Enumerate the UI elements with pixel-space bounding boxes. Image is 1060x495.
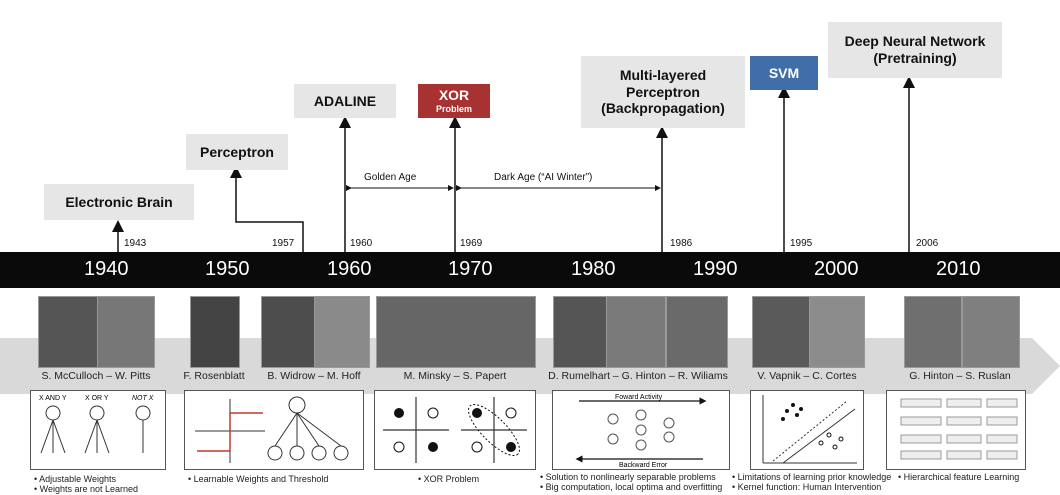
- caption-big-computation: • Big computation, local optima and over…: [540, 482, 723, 492]
- caption-xor-problem: • XOR Problem: [418, 474, 480, 484]
- milestone-label: ADALINE: [313, 92, 377, 109]
- backprop-diagram: Foward Activity Backward Error: [575, 394, 707, 469]
- photo-ruslan: [962, 296, 1020, 368]
- perceptron-diagram: [195, 396, 349, 463]
- milestone-multilayer-perceptron: Multi-layered Perceptron (Backpropagatio…: [581, 56, 745, 128]
- year-1995: 1995: [790, 238, 813, 249]
- caption-weights-not-learned: • Weights are not Learned: [34, 484, 139, 494]
- panel-dbn: [886, 390, 1026, 470]
- milestone-svm: SVM: [750, 56, 818, 90]
- decade-2000: 2000: [814, 258, 859, 280]
- photo-widrow: [261, 296, 315, 368]
- photo-rumelhart: [553, 296, 607, 368]
- photo-hinton: [606, 296, 666, 368]
- names-hinton-ruslan: G. Hinton – S. Ruslan: [909, 370, 1011, 382]
- decade-1960: 1960: [327, 258, 372, 280]
- photo-williams: [666, 296, 728, 368]
- gate-and-label: X AND Y: [39, 395, 67, 402]
- panel-perceptron: [184, 390, 364, 470]
- golden-age-label: Golden Age: [364, 172, 417, 183]
- caption-kernel-function: • Kernel function: Human Intervention: [732, 482, 882, 492]
- svm-diagram: [762, 395, 857, 464]
- photo-cortes: [809, 296, 865, 368]
- xor-diagram: [383, 397, 527, 463]
- milestone-label-line2: (Pretraining): [873, 50, 957, 66]
- photo-hoff: [314, 296, 370, 368]
- decade-1970: 1970: [448, 258, 493, 280]
- photo-rosenblatt: [190, 296, 240, 368]
- names-minsky-papert: M. Minsky – S. Papert: [403, 370, 507, 382]
- photo-vapnik: [752, 296, 810, 368]
- year-1986: 1986: [670, 238, 693, 249]
- caption-learnable-weights: • Learnable Weights and Threshold: [188, 474, 329, 484]
- decade-1980: 1980: [571, 258, 616, 280]
- decade-band: [0, 252, 1060, 288]
- year-1943: 1943: [124, 238, 147, 249]
- photo-hinton-2: [904, 296, 962, 368]
- milestone-electronic-brain: Electronic Brain: [44, 184, 194, 220]
- caption-nonlinear-solution: • Solution to nonlinearly separable prob…: [540, 472, 716, 482]
- panel-logic-gates: X AND Y X OR Y NOT X: [30, 390, 166, 470]
- panel-svm: [750, 390, 864, 470]
- year-1957: 1957: [272, 238, 295, 249]
- decade-1950: 1950: [205, 258, 250, 280]
- milestone-sublabel: Problem: [435, 104, 472, 114]
- photo-minsky-papert: [376, 296, 536, 368]
- caption-adjustable-weights: • Adjustable Weights: [34, 474, 117, 484]
- arrow-1957: [230, 166, 304, 252]
- caption-hierarchical-features: • Hierarchical feature Learning: [898, 472, 1020, 482]
- milestone-label-line3: (Backpropagation): [601, 100, 725, 117]
- logic-gates-diagram: X AND Y X OR Y NOT X: [39, 395, 154, 454]
- milestone-perceptron: Perceptron: [186, 134, 288, 170]
- forward-activity-label: Foward Activity: [615, 394, 663, 401]
- decade-2010: 2010: [936, 258, 981, 280]
- year-1969: 1969: [460, 238, 483, 249]
- milestone-adaline: ADALINE: [294, 84, 396, 118]
- decade-1940: 1940: [84, 258, 129, 280]
- names-widrow-hoff: B. Widrow – M. Hoff: [267, 370, 361, 382]
- names-rosenblatt: F. Rosenblatt: [183, 370, 245, 382]
- year-1960: 1960: [350, 238, 373, 249]
- caption-limitations-prior: • Limitations of learning prior knowledg…: [732, 472, 892, 482]
- decade-1990: 1990: [693, 258, 738, 280]
- year-2006: 2006: [916, 238, 939, 249]
- milestone-deep-neural-network: Deep Neural Network (Pretraining): [828, 22, 1002, 78]
- milestone-label-line1: Deep Neural Network: [844, 33, 986, 50]
- milestone-label-line2: Perceptron: [626, 83, 700, 100]
- milestone-label: Electronic Brain: [65, 193, 173, 210]
- gate-or-label: X OR Y: [85, 395, 109, 402]
- backward-error-label: Backward Error: [619, 462, 668, 469]
- dbn-diagram: [900, 398, 1018, 460]
- milestone-label-line1: Multi-layered: [619, 66, 707, 83]
- panel-xor: [374, 390, 536, 470]
- names-vapnik-cortes: V. Vapnik – C. Cortes: [757, 370, 857, 382]
- photo-mcculloch: [38, 296, 98, 368]
- milestone-label: SVM: [768, 64, 800, 81]
- milestone-label: Perceptron: [200, 143, 274, 160]
- milestone-label: XOR: [438, 87, 470, 104]
- names-mcculloch-pitts: S. McCulloch – W. Pitts: [41, 370, 151, 382]
- photo-pitts: [97, 296, 155, 368]
- names-rumelhart-hinton-williams: D. Rumelhart – G. Hinton – R. Wiliams: [548, 370, 728, 382]
- panel-backprop: Foward Activity Backward Error: [552, 390, 730, 470]
- dark-age-label: Dark Age (“AI Winter”): [494, 172, 593, 183]
- gate-not-label: NOT X: [132, 395, 154, 402]
- milestone-xor-problem: XOR Problem: [418, 84, 490, 118]
